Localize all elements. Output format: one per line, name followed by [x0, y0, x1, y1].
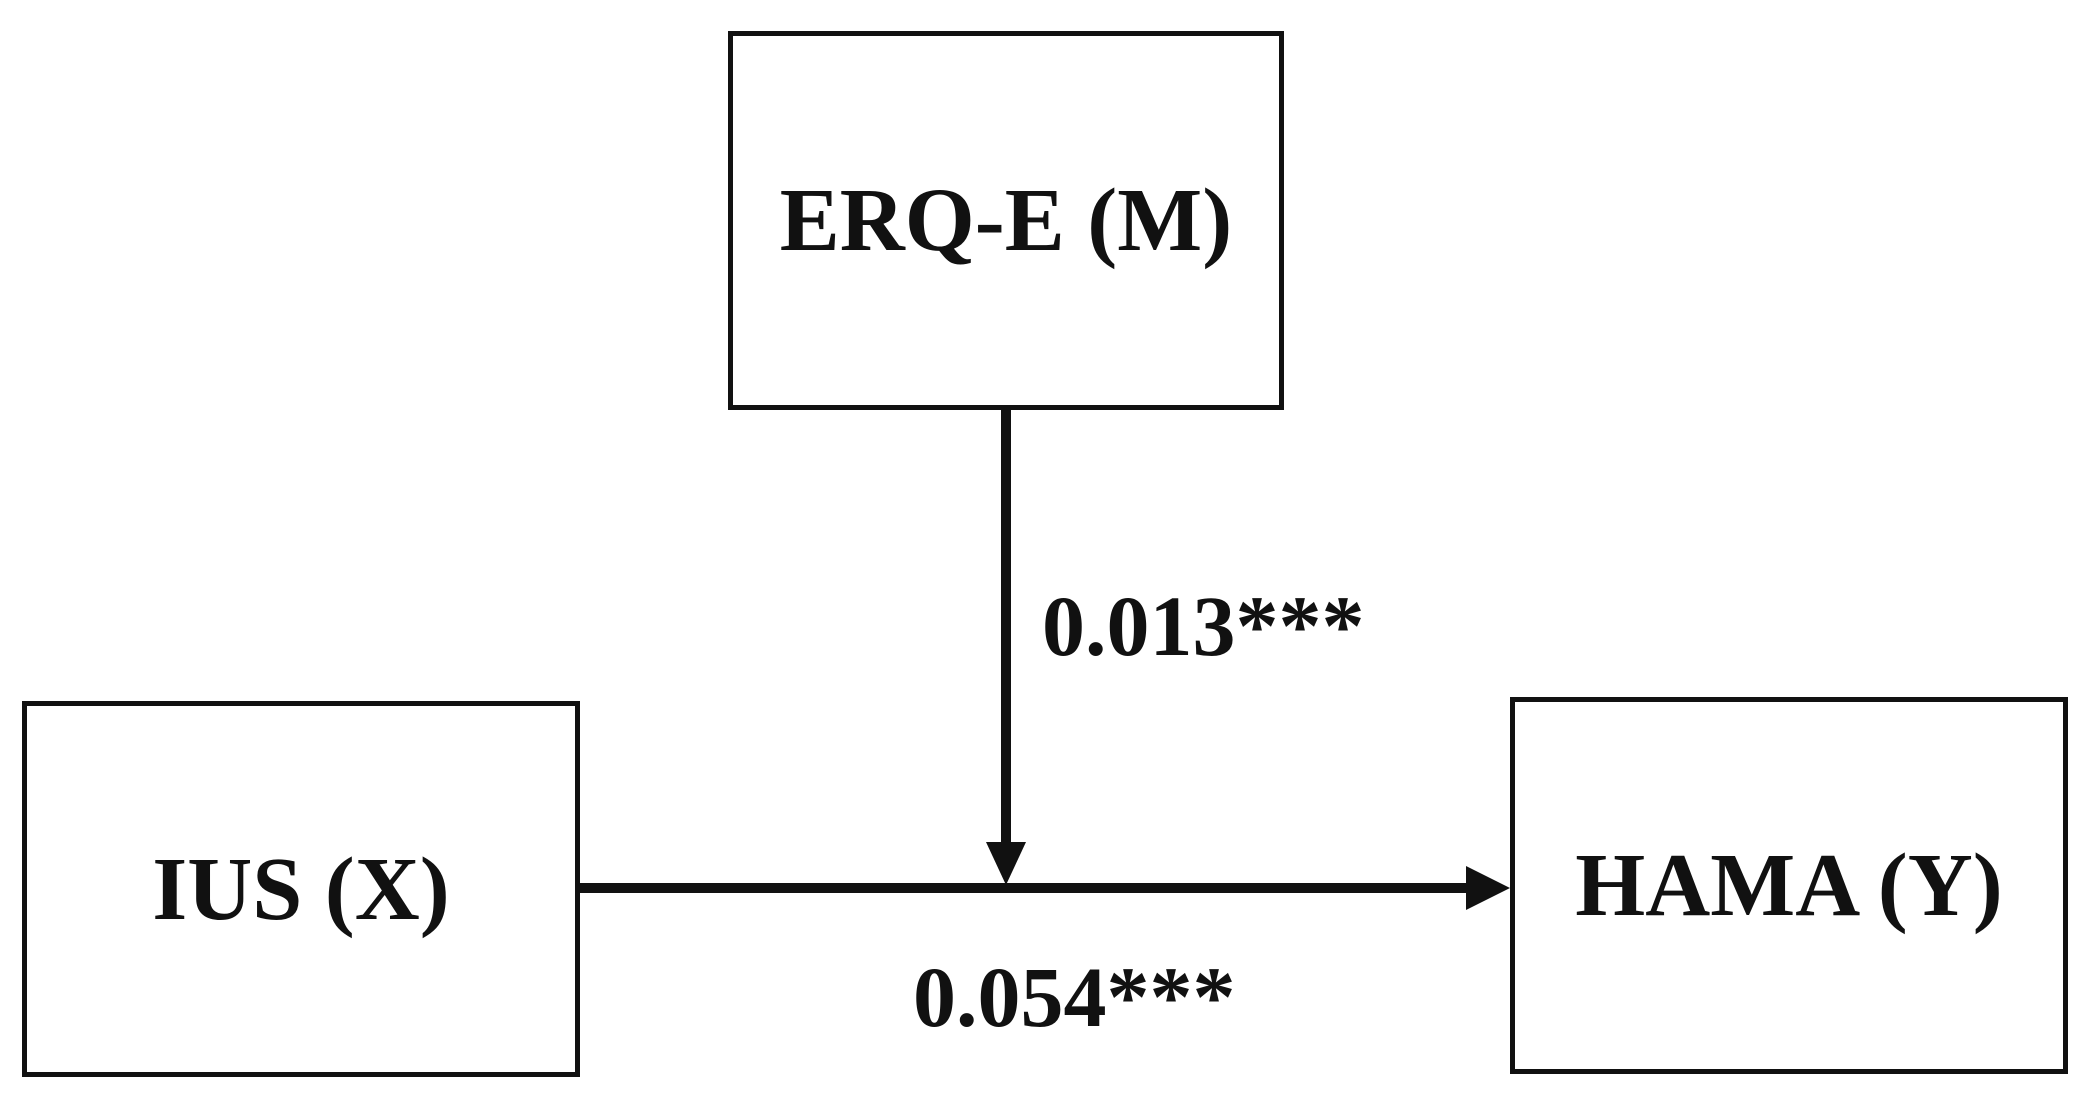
predictor-box: IUS (X)	[22, 701, 580, 1077]
moderation-arrow-head	[986, 842, 1026, 885]
predictor-label: IUS (X)	[152, 839, 450, 939]
mediator-label: ERQ-E (M)	[779, 171, 1233, 270]
direct-coefficient: 0.054***	[913, 949, 1236, 1045]
mediator-box: ERQ-E (M)	[728, 31, 1284, 410]
outcome-box: HAMA (Y)	[1510, 697, 2068, 1074]
direct-arrow-head	[1466, 866, 1510, 910]
moderation-coefficient: 0.013***	[1042, 578, 1365, 674]
outcome-label: HAMA (Y)	[1575, 836, 2003, 935]
